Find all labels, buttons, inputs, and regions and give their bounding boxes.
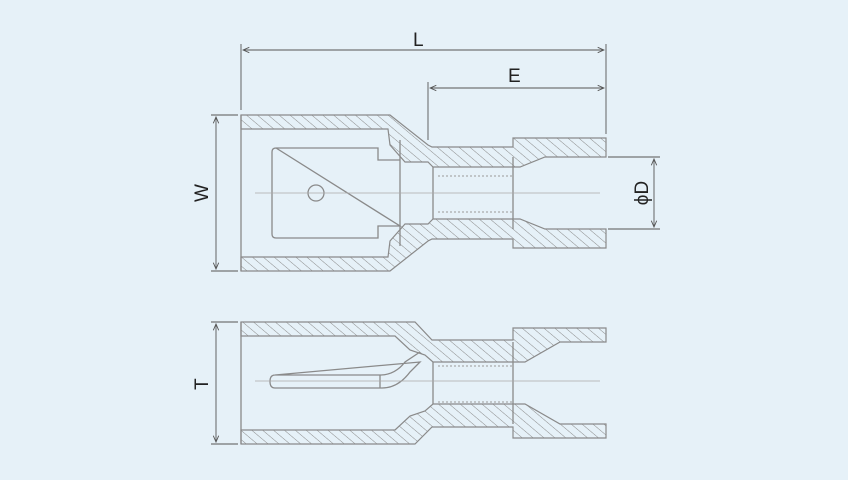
dimension-t: T: [192, 321, 238, 445]
dimension-l: L: [240, 30, 607, 134]
top-view: [240, 114, 607, 272]
dimension-e: E: [427, 66, 604, 140]
length-label: L: [413, 30, 424, 51]
dimension-phi-d: ϕD: [608, 156, 660, 230]
dimension-w: W: [192, 114, 238, 272]
thickness-label: T: [192, 378, 213, 390]
width-label: W: [192, 184, 213, 202]
side-view: [240, 321, 607, 445]
end-length-label: E: [508, 66, 521, 87]
diameter-label: ϕD: [632, 181, 653, 205]
